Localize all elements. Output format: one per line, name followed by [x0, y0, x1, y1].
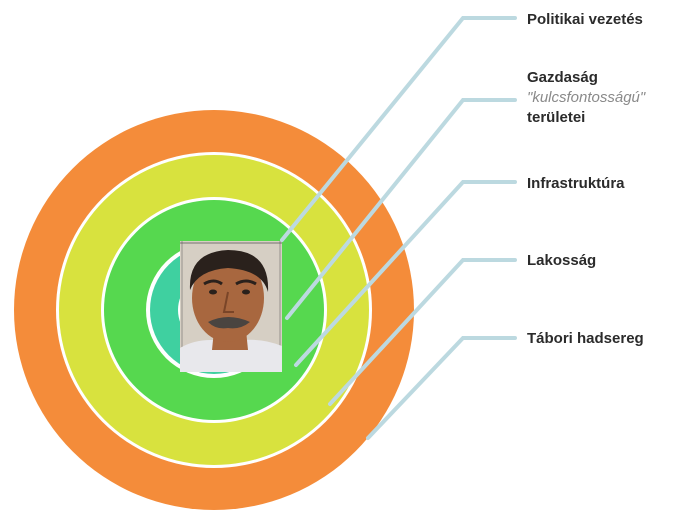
- leader-line-tabori: [366, 336, 517, 440]
- leader-line-infrastruktura: [294, 180, 517, 367]
- label-politikai-vezetes: Politikai vezetés: [527, 10, 643, 30]
- leader-line-politikai: [280, 16, 517, 242]
- label-lakossag: Lakosság: [527, 251, 596, 271]
- label-politikai-text: Politikai vezetés: [527, 11, 643, 28]
- label-infrastruktura: Infrastruktúra: [527, 174, 625, 194]
- label-gazdasag-line3: területei: [527, 109, 586, 126]
- leader-lines: [280, 16, 517, 440]
- label-gazdasag-line2: "kulcsfontosságú": [527, 89, 646, 106]
- label-lakossag-text: Lakosság: [527, 252, 597, 269]
- leader-line-gazdasag: [285, 98, 517, 320]
- label-tabori-text: Tábori hadsereg: [527, 330, 644, 347]
- label-gazdasag: Gazdaság "kulcsfontosságú" területei: [527, 68, 645, 128]
- label-tabori-hadsereg: Tábori hadsereg: [527, 329, 644, 349]
- center-portrait-photo: [180, 241, 282, 372]
- label-infrastruktura-text: Infrastruktúra: [527, 175, 625, 192]
- leader-line-lakossag: [328, 258, 517, 406]
- label-gazdasag-line1: Gazdaság: [527, 69, 598, 86]
